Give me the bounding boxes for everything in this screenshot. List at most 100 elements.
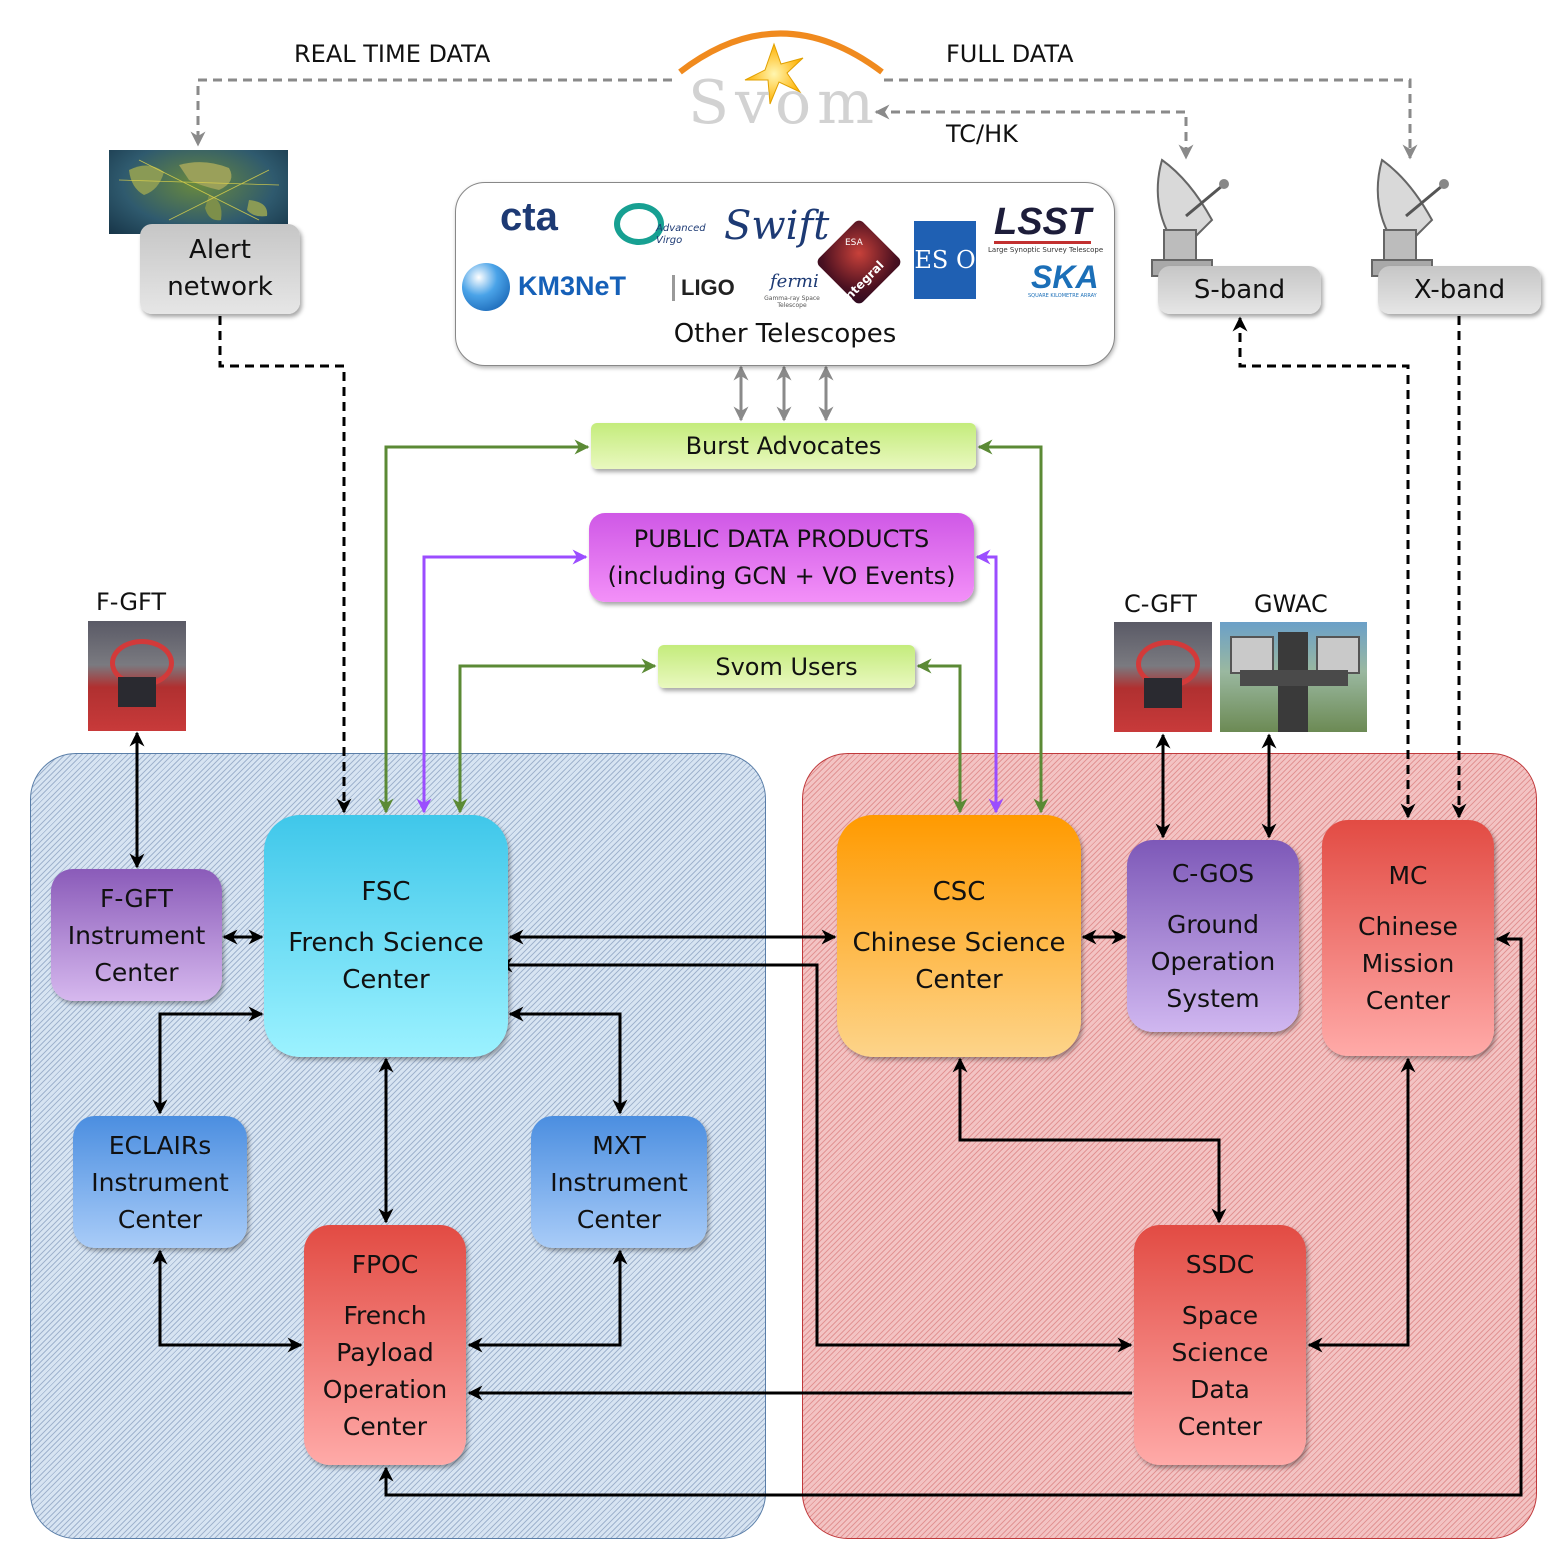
fermi-logo: fermi xyxy=(770,271,819,292)
other-telescopes-caption: Other Telescopes xyxy=(673,319,897,349)
world-map-image xyxy=(109,150,288,234)
ssdc-line-2: Science xyxy=(1171,1337,1269,1367)
fsc-burst-advocates-arrow xyxy=(378,439,590,814)
real-time-data-arrow xyxy=(190,78,672,147)
fpoc-line-1: French xyxy=(343,1300,427,1330)
c-gos-box[interactable]: C-GOS Ground Operation System xyxy=(1127,840,1299,1032)
mxt-line-2: Instrument xyxy=(550,1167,688,1197)
mc-box[interactable]: MC Chinese Mission Center xyxy=(1322,820,1494,1056)
tc-hk-label: TC/HK xyxy=(946,120,1018,148)
ssdc-line-4: Center xyxy=(1177,1411,1263,1441)
x-band-label: X-band xyxy=(1413,274,1506,305)
mc-to-fpoc-arrow xyxy=(378,931,1523,1497)
mc-line-3: Center xyxy=(1365,986,1451,1015)
csc-burst-advocates-arrow xyxy=(977,439,1049,814)
eclairs-line-2: Instrument xyxy=(91,1167,229,1197)
csc-to-ssdc-arrow xyxy=(952,1057,1227,1224)
lsst-logo: LSST xyxy=(994,201,1092,244)
mxt-line-1: MXT xyxy=(592,1130,646,1160)
alert-network-to-fsc-arrow xyxy=(218,316,352,814)
svom-logo-arc xyxy=(678,30,884,75)
tc-hk-arrow xyxy=(874,104,1194,160)
eclairs-line-3: Center xyxy=(117,1204,203,1234)
world-map-drawing xyxy=(118,159,280,221)
alert-network-box[interactable]: Alert network xyxy=(140,224,300,314)
s-band-label: S-band xyxy=(1193,274,1286,305)
c-gos-line-1: Ground xyxy=(1167,910,1259,939)
c-gft-photo-label: C-GFT xyxy=(1124,590,1197,618)
mxt-to-fpoc-arrow xyxy=(467,1249,628,1353)
eclairs-line-1: ECLAIRs xyxy=(108,1130,212,1160)
mxt-line-3: Center xyxy=(576,1204,662,1234)
sband-to-mc-arrow xyxy=(1232,316,1416,819)
fsc-line-1: French Science xyxy=(288,927,484,958)
fermi-subtitle: Gamma-ray Space Telescope xyxy=(764,295,820,309)
ska-logo: SKA xyxy=(1031,259,1099,295)
alert-network-line-2: network xyxy=(167,272,273,302)
eso-label: ES O xyxy=(914,246,976,274)
f-gft-ic-line-2: Instrument xyxy=(67,920,206,950)
fsc-box[interactable]: FSC French Science Center xyxy=(264,815,508,1057)
public-data-line-1: PUBLIC DATA PRODUCTS xyxy=(633,524,930,553)
fsc-title: FSC xyxy=(361,876,411,907)
mc-line-1: Chinese xyxy=(1358,912,1458,941)
svom-logo-star xyxy=(744,42,804,105)
ssdc-box[interactable]: SSDC Space Science Data Center xyxy=(1134,1225,1306,1465)
km3net-logo: KM3NeT xyxy=(518,271,627,301)
mc-to-ssdc-arrow xyxy=(1307,1057,1416,1353)
eso-logo: ES O xyxy=(914,221,976,299)
f-gft-ic-line-1: F-GFT xyxy=(100,883,173,913)
fpoc-box[interactable]: FPOC French Payload Operation Center xyxy=(304,1225,466,1465)
mc-title: MC xyxy=(1388,861,1428,890)
mxt-instrument-center-box[interactable]: MXT Instrument Center xyxy=(531,1116,707,1248)
lsst-subtitle: Large Synoptic Survey Telescope xyxy=(988,246,1104,254)
svom-users-label: Svom Users xyxy=(715,652,858,681)
csc-box[interactable]: CSC Chinese Science Center xyxy=(837,815,1081,1057)
svom-logo-text: Svom xyxy=(688,68,881,138)
csc-public-data-arrow xyxy=(975,549,1004,814)
burst-advocates-box[interactable]: Burst Advocates xyxy=(591,423,976,469)
fsc-line-2: Center xyxy=(342,964,430,995)
gwac-photo-label: GWAC xyxy=(1254,590,1328,618)
fpoc-line-2: Payload xyxy=(336,1337,434,1367)
alert-network-line-1: Alert xyxy=(189,235,251,265)
virgo-logo-rings xyxy=(614,203,664,245)
xband-dish-drawing xyxy=(1371,158,1449,277)
csc-title: CSC xyxy=(932,876,986,907)
sband-dish-drawing xyxy=(1151,158,1229,277)
ska-subtitle: SQUARE KILOMETRE ARRAY xyxy=(1028,293,1097,299)
ssdc-line-1: Space xyxy=(1181,1300,1259,1330)
public-data-line-2: (including GCN + VO Events) xyxy=(607,561,956,590)
s-band-box[interactable]: S-band xyxy=(1158,266,1321,314)
ssdc-title: SSDC xyxy=(1185,1249,1255,1279)
virgo-logo: Advanced Virgo xyxy=(656,223,706,246)
fsc-to-eclairs-arrow xyxy=(152,1006,264,1115)
full-data-label: FULL DATA xyxy=(946,40,1074,68)
full-data-arrow xyxy=(884,78,1418,160)
c-gos-line-3: System xyxy=(1166,984,1260,1013)
c-gos-line-2: Operation xyxy=(1150,947,1276,976)
mc-line-2: Mission xyxy=(1361,949,1455,978)
public-data-products-box[interactable]: PUBLIC DATA PRODUCTS (including GCN + VO… xyxy=(589,513,974,602)
eclairs-instrument-center-box[interactable]: ECLAIRs Instrument Center xyxy=(73,1116,247,1248)
c-gos-title: C-GOS xyxy=(1171,859,1255,888)
esa-label: ESA xyxy=(845,238,863,248)
real-time-data-label: REAL TIME DATA xyxy=(294,40,491,68)
f-gft-instrument-center-box[interactable]: F-GFT Instrument Center xyxy=(51,869,222,1001)
f-gft-ic-line-3: Center xyxy=(94,957,179,987)
km3net-logo-sphere xyxy=(462,263,510,311)
other-telescopes-panel[interactable]: cta Advanced Virgo Swift ESA Integral ES… xyxy=(455,182,1115,366)
eclairs-to-fpoc-arrow xyxy=(152,1249,303,1353)
fpoc-line-3: Operation xyxy=(322,1374,448,1404)
csc-line-1: Chinese Science xyxy=(852,927,1066,958)
swift-logo: Swift xyxy=(724,203,830,249)
svom-users-box[interactable]: Svom Users xyxy=(658,645,915,688)
fsc-public-data-arrow xyxy=(416,549,588,814)
ligo-logo: LIGO xyxy=(672,275,735,301)
csc-line-2: Center xyxy=(915,964,1003,995)
cta-logo: cta xyxy=(500,195,558,239)
x-band-box[interactable]: X-band xyxy=(1378,266,1541,314)
f-gft-telescope-photo xyxy=(88,621,186,731)
fpoc-line-4: Center xyxy=(342,1411,428,1441)
